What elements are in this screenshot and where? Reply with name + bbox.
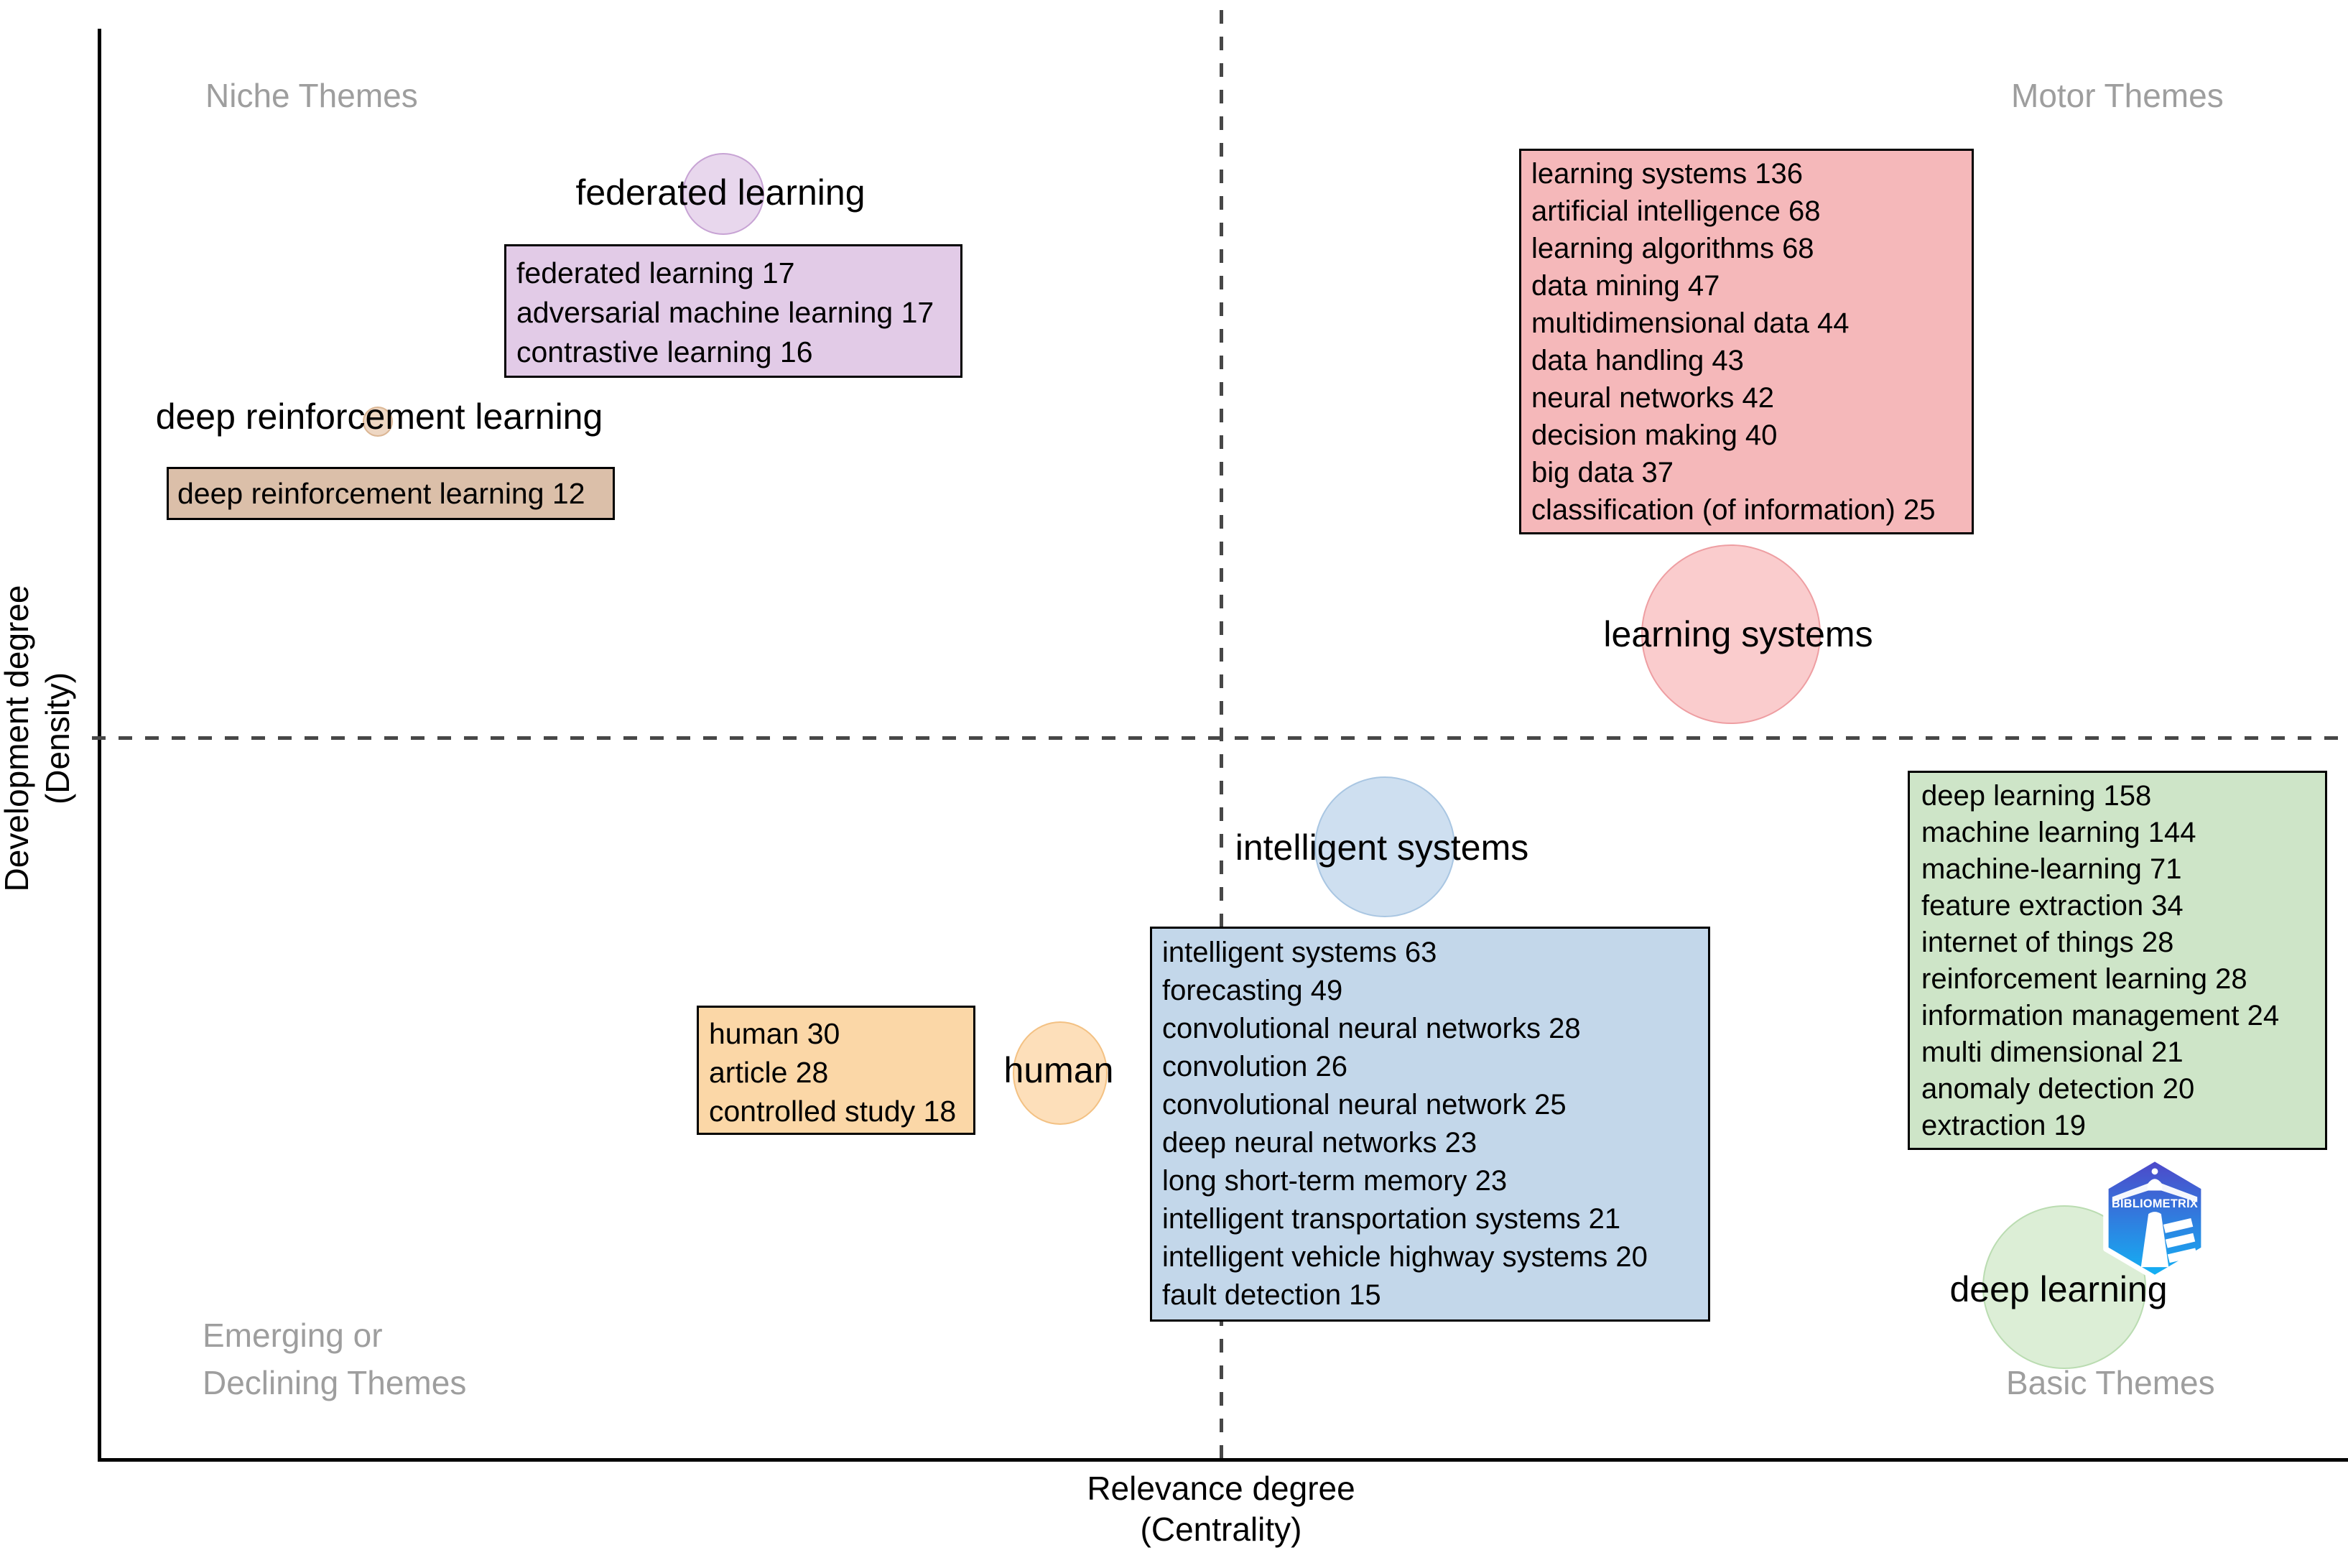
- term-line: extraction 19: [1921, 1110, 2087, 1141]
- term-line: machine learning 144: [1921, 817, 2196, 848]
- deep-reinforcement-learning-bubble: [363, 407, 393, 437]
- term-line: convolution 26: [1162, 1051, 1347, 1082]
- centrality-divider-dashed-line: [1220, 10, 1223, 1458]
- x-axis-label-line2: (Centrality): [1140, 1511, 1302, 1548]
- term-line: learning systems 136: [1531, 158, 1803, 190]
- term-line: multidimensional data 44: [1531, 307, 1850, 339]
- quadrant-label-emerging-declining-themes: Emerging or Declining Themes: [203, 1312, 466, 1406]
- term-line: feature extraction 34: [1921, 890, 2184, 922]
- term-line: deep learning 158: [1921, 780, 2152, 812]
- emerging-label-line1: Emerging or: [203, 1317, 383, 1354]
- term-line: decision making 40: [1531, 419, 1778, 451]
- term-line: data handling 43: [1531, 345, 1744, 376]
- term-line: human 30: [709, 1017, 840, 1050]
- emerging-label-line2: Declining Themes: [203, 1364, 467, 1401]
- term-line: internet of things 28: [1921, 927, 2174, 958]
- term-line: forecasting 49: [1162, 975, 1343, 1006]
- human-label: human: [1003, 1050, 1114, 1090]
- federated-learning-bubble: [682, 153, 764, 235]
- intelligent-systems-bubble: [1314, 776, 1455, 917]
- bibliometrix-logo-icon: BIBLIOMETRIX: [2103, 1156, 2207, 1280]
- learning-systems-terms-box: learning systems 136 artificial intellig…: [1519, 149, 1974, 534]
- term-line: data mining 47: [1531, 270, 1720, 302]
- x-axis-line: [98, 1458, 2348, 1462]
- term-line: reinforcement learning 28: [1921, 963, 2247, 995]
- y-axis-label: Development degree (Density): [0, 523, 83, 954]
- learning-systems-bubble: [1641, 544, 1821, 724]
- intelligent-systems-label: intelligent systems: [1235, 827, 1529, 868]
- term-line: machine-learning 71: [1921, 853, 2182, 885]
- term-line: long short-term memory 23: [1162, 1165, 1508, 1197]
- y-axis-label-line1: Development degree: [0, 585, 35, 892]
- term-line: intelligent transportation systems 21: [1162, 1203, 1621, 1235]
- federated-learning-terms-box: federated learning 17 adversarial machin…: [504, 244, 962, 378]
- term-line: deep reinforcement learning 12: [177, 477, 585, 510]
- quadrant-label-basic-themes: Basic Themes: [2006, 1364, 2215, 1401]
- term-line: artificial intelligence 68: [1531, 195, 1821, 227]
- deep-learning-label: deep learning: [1949, 1269, 2168, 1309]
- term-line: contrastive learning 16: [516, 335, 813, 368]
- bibliometrix-logo-text: BIBLIOMETRIX: [2112, 1197, 2198, 1210]
- learning-systems-label: learning systems: [1603, 614, 1873, 654]
- x-axis-label: Relevance degree (Centrality): [934, 1468, 1508, 1550]
- term-line: multi dimensional 21: [1921, 1036, 2184, 1068]
- federated-learning-label: federated learning: [575, 172, 866, 213]
- term-line: deep neural networks 23: [1162, 1127, 1477, 1159]
- deep-reinforcement-learning-label: deep reinforcement learning: [155, 396, 603, 437]
- term-line: fault detection 15: [1162, 1279, 1381, 1311]
- term-line: article 28: [709, 1056, 829, 1089]
- term-line: neural networks 42: [1531, 382, 1774, 414]
- term-line: information management 24: [1921, 1000, 2280, 1031]
- term-line: intelligent systems 63: [1162, 937, 1437, 968]
- quadrant-label-motor-themes: Motor Themes: [2011, 77, 2224, 114]
- term-line: learning algorithms 68: [1531, 233, 1814, 264]
- density-divider-dashed-line: [92, 736, 2348, 740]
- term-line: convolutional neural networks 28: [1162, 1013, 1581, 1044]
- term-line: intelligent vehicle highway systems 20: [1162, 1241, 1648, 1273]
- y-axis-label-line2: (Density): [39, 672, 76, 805]
- term-line: convolutional neural network 25: [1162, 1089, 1567, 1121]
- term-line: controlled study 18: [709, 1095, 957, 1128]
- x-axis-label-line1: Relevance degree: [1087, 1470, 1355, 1507]
- deep-learning-terms-box: deep learning 158 machine learning 144 m…: [1908, 771, 2327, 1150]
- term-line: federated learning 17: [516, 256, 795, 289]
- term-line: big data 37: [1531, 457, 1674, 488]
- human-bubble: [1013, 1021, 1108, 1125]
- y-axis-line: [98, 29, 101, 1461]
- quadrant-label-niche-themes: Niche Themes: [205, 77, 418, 114]
- term-line: adversarial machine learning 17: [516, 296, 934, 329]
- term-line: classification (of information) 25: [1531, 494, 1936, 526]
- human-terms-box: human 30 article 28 controlled study 18: [697, 1006, 975, 1135]
- term-line: anomaly detection 20: [1921, 1073, 2195, 1105]
- deep-reinforcement-learning-terms-box: deep reinforcement learning 12: [167, 467, 615, 520]
- intelligent-systems-terms-box: intelligent systems 63 forecasting 49 co…: [1150, 927, 1710, 1322]
